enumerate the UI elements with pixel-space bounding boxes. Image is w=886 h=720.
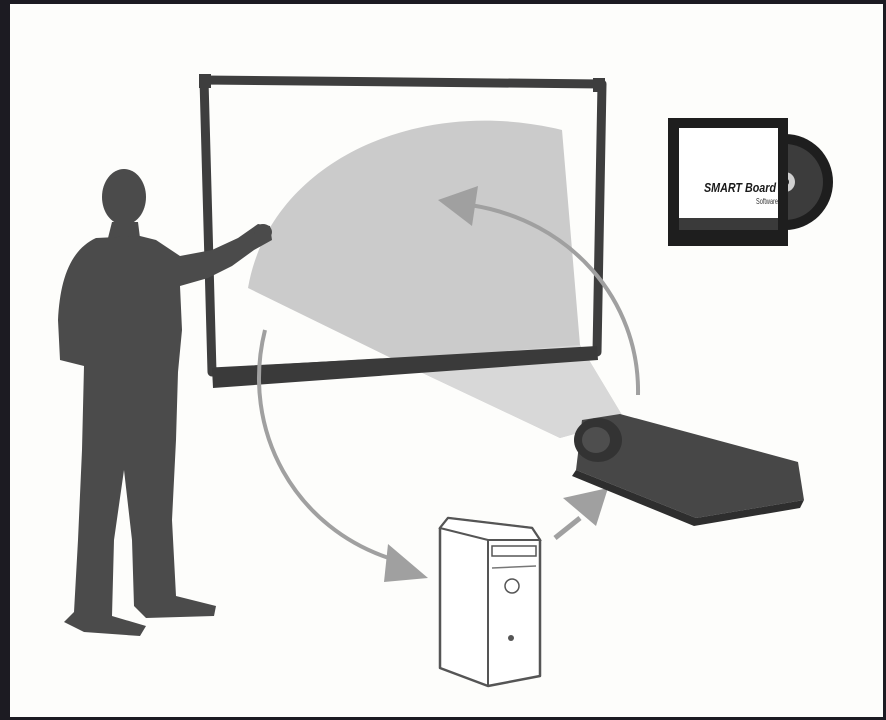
- software-box: SMART Board Software: [668, 118, 833, 246]
- projector-icon: [572, 414, 804, 526]
- computer-tower-icon: [440, 518, 540, 686]
- arrow-icon: [563, 488, 608, 526]
- projection-beam: [248, 121, 625, 438]
- software-box-title: SMART Board: [704, 180, 777, 195]
- arrow-computer-to-projector: [555, 488, 608, 538]
- presenter-silhouette-icon: [58, 169, 272, 636]
- software-box-subtitle: Software: [756, 197, 778, 206]
- arrow-icon: [384, 544, 428, 582]
